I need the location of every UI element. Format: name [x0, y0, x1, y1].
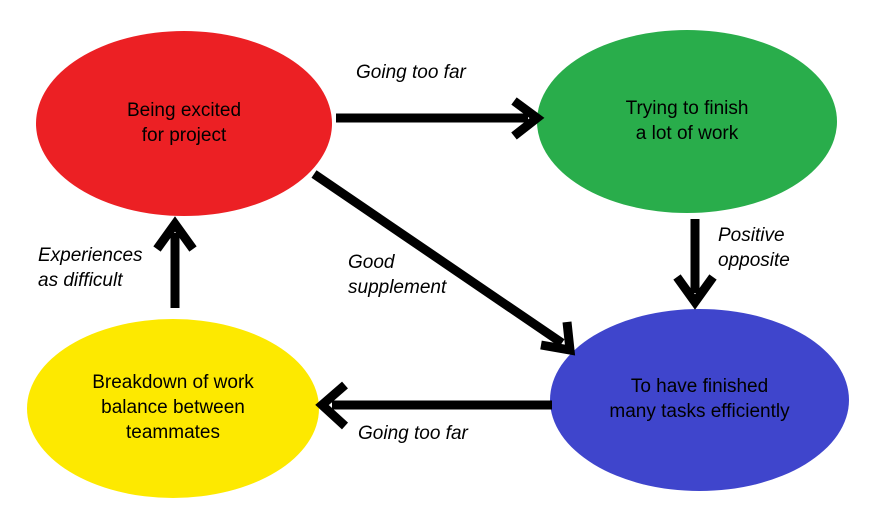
- arrow-red-to-green-icon: [336, 97, 545, 140]
- node-being-excited-for-project[interactable]: Being excited for project: [36, 31, 332, 216]
- arrow-blue-to-yellow-icon: [315, 381, 552, 430]
- edge-label-red-to-green: Going too far: [356, 62, 466, 83]
- node-trying-to-finish-a-lot-of-work[interactable]: Trying to finish a lot of work: [537, 30, 837, 213]
- edge-label-red-to-blue: Good supplement: [348, 252, 447, 299]
- node-label-green: Trying to finish a lot of work: [625, 97, 749, 144]
- arrow-green-to-blue-icon: [673, 219, 717, 310]
- edge-label-green-to-blue: Positive opposite: [718, 225, 790, 272]
- arrow-yellow-to-red-icon: [153, 216, 197, 308]
- node-label-yellow: Breakdown of work balance between teamma…: [92, 372, 254, 443]
- node-label-blue: To have finished many tasks efficiently: [609, 376, 790, 422]
- node-label-red: Being excited for project: [126, 99, 242, 146]
- edge-label-yellow-to-red: Experiences as difficult: [38, 245, 143, 292]
- node-to-have-finished-many-tasks[interactable]: To have finished many tasks efficiently: [550, 309, 849, 491]
- edge-label-blue-to-yellow: Going too far: [358, 423, 468, 444]
- node-breakdown-of-work-balance[interactable]: Breakdown of work balance between teamma…: [27, 319, 319, 498]
